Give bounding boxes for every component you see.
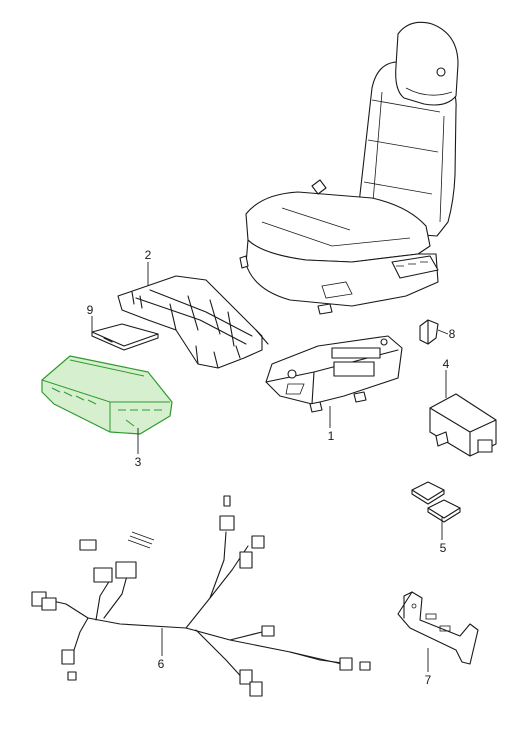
- part-9-pad: [91, 323, 159, 351]
- part-8-clip: [419, 319, 439, 345]
- callout-3: 3: [135, 455, 142, 469]
- callout-4: 4: [443, 357, 450, 371]
- part-5-connectors: [411, 481, 461, 523]
- part-7-bracket: [397, 591, 479, 665]
- leader-lines: [91, 262, 449, 672]
- seat-illustration: [239, 21, 459, 315]
- part-3-control-unit: [41, 355, 173, 435]
- callout-2: 2: [145, 248, 152, 262]
- callout-8: 8: [449, 327, 456, 341]
- part-2-frame-bracket: [117, 275, 269, 369]
- callout-7: 7: [425, 673, 432, 687]
- callout-1: 1: [328, 429, 335, 443]
- callout-6: 6: [158, 657, 165, 671]
- callouts: 1 2 3 4 5 6 7 8 9: [87, 248, 456, 687]
- part-4-relay-module: [429, 393, 497, 457]
- part-6-wiring-harness: [31, 495, 371, 697]
- callout-5: 5: [440, 541, 447, 555]
- part-1-seat-switch: [265, 335, 403, 413]
- callout-9: 9: [87, 303, 94, 317]
